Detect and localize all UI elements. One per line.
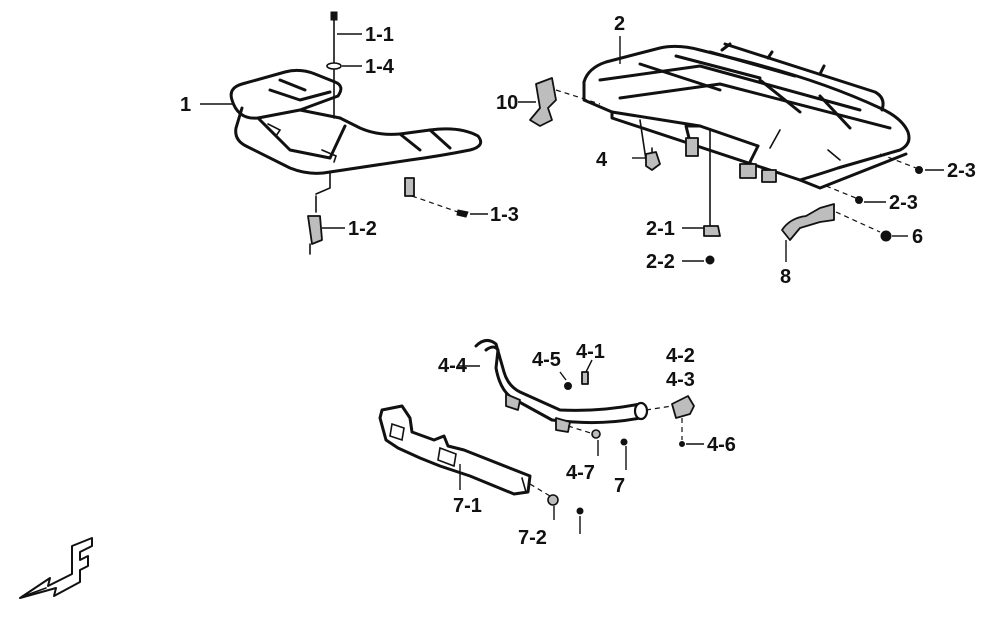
label-2-3-upper: 2-3 xyxy=(947,160,976,182)
label-4-5: 4-1 xyxy=(576,341,605,363)
label-1-2: 1-2 xyxy=(348,218,377,240)
label-4-2: 4-3 xyxy=(666,369,695,391)
step-bracket-drawing xyxy=(378,404,584,515)
handle-hardware-drawing xyxy=(564,371,695,447)
label-6: 6 xyxy=(912,226,923,248)
label-4-1: 4-2 xyxy=(666,345,695,367)
label-4: 4-4 xyxy=(438,355,468,377)
label-7-1: 7-2 xyxy=(518,527,547,549)
rear-bolts-2-3-drawing xyxy=(825,153,923,204)
label-1-1: 1-1 xyxy=(365,24,394,46)
label-4-7: 7 xyxy=(614,475,625,497)
label-2-3-lower: 2-3 xyxy=(889,192,918,214)
bolt-long-drawing xyxy=(326,11,342,119)
label-2-1: 2-1 xyxy=(646,218,675,240)
label-1-4: 1-4 xyxy=(365,56,395,78)
rear-stay-8-drawing xyxy=(781,203,892,242)
label-1-3: 1-3 xyxy=(490,204,519,226)
handle-bar-drawing xyxy=(474,339,649,433)
label-4-3: 4-6 xyxy=(707,434,736,456)
label-10: 4 xyxy=(596,149,608,171)
bolt-front-drawing xyxy=(411,195,469,218)
rear-stay-9-drawing xyxy=(529,77,601,127)
label-4-4: 4-5 xyxy=(532,349,561,371)
rear-hook-10-drawing xyxy=(645,147,661,171)
label-7: 7-1 xyxy=(453,495,482,517)
rear-carrier-drawing xyxy=(582,42,911,190)
label-9: 10 xyxy=(496,92,518,114)
label-4-6: 4-7 xyxy=(566,462,595,484)
label-2-2: 2-2 xyxy=(646,251,675,273)
bracket-lower-drawing xyxy=(307,195,323,255)
leader-lines xyxy=(200,33,944,534)
label-1: 1 xyxy=(180,94,191,116)
front-direction-arrow-icon xyxy=(19,537,93,599)
label-2: 2 xyxy=(614,13,625,35)
front-carrier-drawing xyxy=(229,68,483,197)
label-8: 8 xyxy=(780,266,791,288)
rear-clip-drawing xyxy=(703,129,721,265)
part-labels: 1-1 1-4 1 1-2 1-3 2 10 4 2-3 2-3 6 2-1 2… xyxy=(180,13,976,549)
